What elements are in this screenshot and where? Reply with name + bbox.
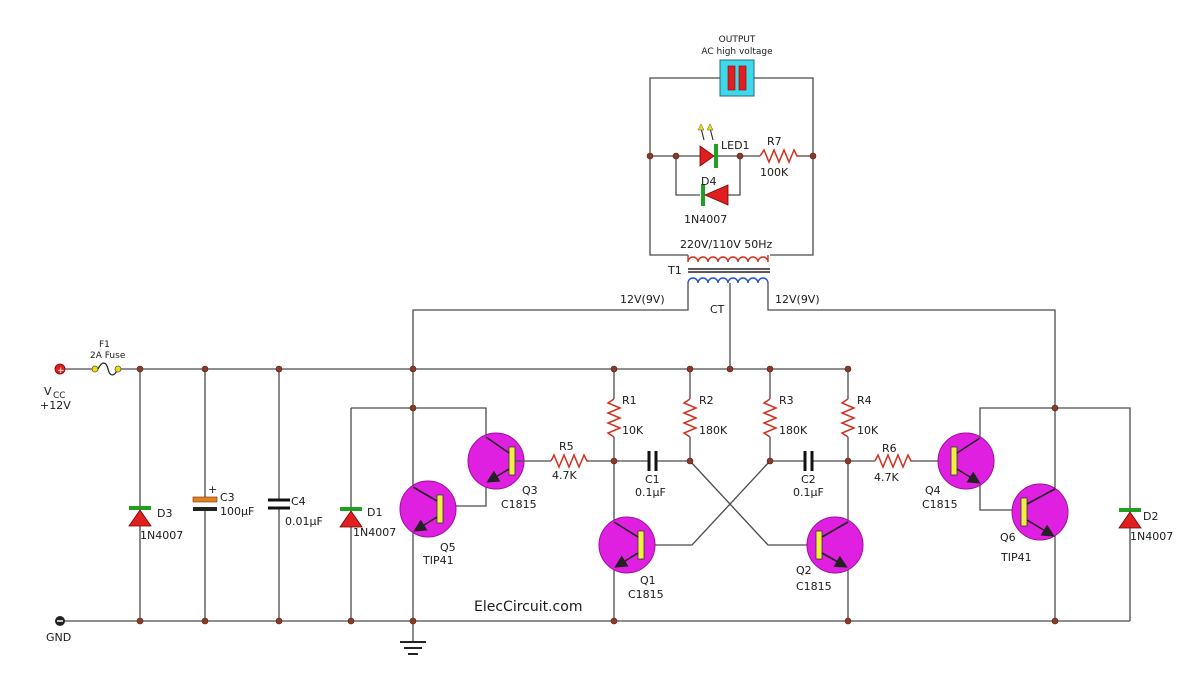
c2-name: C2: [801, 473, 816, 486]
d4-part: 1N4007: [684, 213, 727, 226]
r3-value: 180K: [779, 424, 808, 437]
fuse-f1: [91, 362, 122, 376]
c4-capacitor: [268, 498, 290, 510]
q1-part: C1815: [628, 588, 664, 601]
r2-name: R2: [699, 394, 714, 407]
t1-ct: CT: [710, 303, 725, 316]
gnd-terminal: [55, 616, 65, 626]
d1-part: 1N4007: [353, 526, 396, 539]
q3-part: C1815: [501, 498, 537, 511]
r1-resistor: [606, 398, 622, 438]
d3-diode: [128, 506, 152, 527]
d1-diode: [339, 507, 363, 528]
led1: [697, 123, 718, 168]
r5-name: R5: [559, 440, 574, 453]
q4-transistor: [937, 432, 995, 490]
q5-transistor: [399, 480, 457, 538]
t1-secondary-coil: [687, 277, 769, 284]
r7-name: R7: [767, 135, 782, 148]
t1-sec-right: 12V(9V): [775, 293, 820, 306]
d3-part: 1N4007: [140, 529, 183, 542]
r3-resistor: [762, 398, 778, 438]
vcc-terminal: +: [54, 363, 66, 376]
t1-primary-label: 220V/110V 50Hz: [680, 238, 773, 251]
d2-name: D2: [1143, 510, 1158, 523]
c3-value: 100µF: [220, 505, 254, 518]
svg-text:+: +: [57, 366, 65, 376]
c3-capacitor: [192, 496, 218, 511]
output-connector: [719, 59, 755, 97]
q3-transistor: [467, 432, 525, 490]
led1-label: LED1: [721, 139, 750, 152]
r2-resistor: [682, 398, 698, 438]
q5-name: Q5: [440, 541, 456, 554]
r6-resistor: [874, 453, 913, 469]
r6-value: 4.7K: [874, 471, 899, 484]
c4-name: C4: [291, 495, 306, 508]
fuse-rating: 2A Fuse: [90, 351, 126, 361]
r4-name: R4: [857, 394, 872, 407]
q3-name: Q3: [522, 484, 538, 497]
r4-resistor: [840, 398, 856, 438]
d4-diode: [701, 184, 729, 206]
ground-symbol: [400, 621, 426, 655]
t1-sec-left: 12V(9V): [620, 293, 665, 306]
transformer-t1: 220V/110V 50Hz T1 12V(9V) 12V(9V) CT: [620, 238, 820, 316]
c1-capacitor: [647, 451, 658, 471]
q5-part: TIP41: [422, 554, 454, 567]
c3-name: C3: [220, 491, 235, 504]
d2-diode: [1118, 508, 1142, 529]
gnd-label: GND: [46, 631, 71, 644]
r1-value: 10K: [622, 424, 644, 437]
c3-plus: +: [208, 483, 217, 496]
c1-name: C1: [645, 473, 660, 486]
vcc-label: V: [44, 385, 52, 398]
output-title: OUTPUT: [719, 35, 756, 45]
q6-part: TIP41: [1000, 551, 1032, 564]
d3-name: D3: [157, 507, 172, 520]
r5-resistor: [550, 453, 589, 469]
r7-resistor: [759, 148, 800, 164]
output-subtitle: AC high voltage: [701, 47, 773, 57]
q6-name: Q6: [1000, 531, 1016, 544]
junction-dots: [136, 365, 1059, 625]
c4-value: 0.01µF: [285, 515, 323, 528]
fuse-name: F1: [99, 340, 110, 350]
d2-part: 1N4007: [1130, 530, 1173, 543]
q2-part: C1815: [796, 580, 832, 593]
r3-name: R3: [779, 394, 794, 407]
vcc-sub: CC: [53, 391, 66, 401]
t1-primary-coil: [687, 255, 769, 263]
q1-transistor: [598, 516, 656, 574]
r1-name: R1: [622, 394, 637, 407]
d4-name: D4: [701, 175, 716, 188]
d1-name: D1: [367, 506, 382, 519]
q2-transistor: [806, 516, 864, 574]
r2-value: 180K: [699, 424, 728, 437]
q4-name: Q4: [925, 484, 941, 497]
c2-capacitor: [803, 451, 814, 471]
q1-name: Q1: [640, 574, 656, 587]
q2-name: Q2: [796, 564, 812, 577]
q4-part: C1815: [922, 498, 958, 511]
output-section: OUTPUT AC high voltage LED1: [646, 35, 817, 256]
r7-value: 100K: [760, 166, 789, 179]
watermark: ElecCircuit.com: [474, 599, 582, 615]
t1-name: T1: [667, 264, 682, 277]
r6-name: R6: [882, 442, 897, 455]
r4-value: 10K: [857, 424, 879, 437]
vcc-value: +12V: [40, 399, 71, 412]
c1-value: 0.1µF: [635, 486, 666, 499]
q6-transistor: [1011, 483, 1069, 541]
r5-value: 4.7K: [552, 469, 577, 482]
c2-value: 0.1µF: [793, 486, 824, 499]
